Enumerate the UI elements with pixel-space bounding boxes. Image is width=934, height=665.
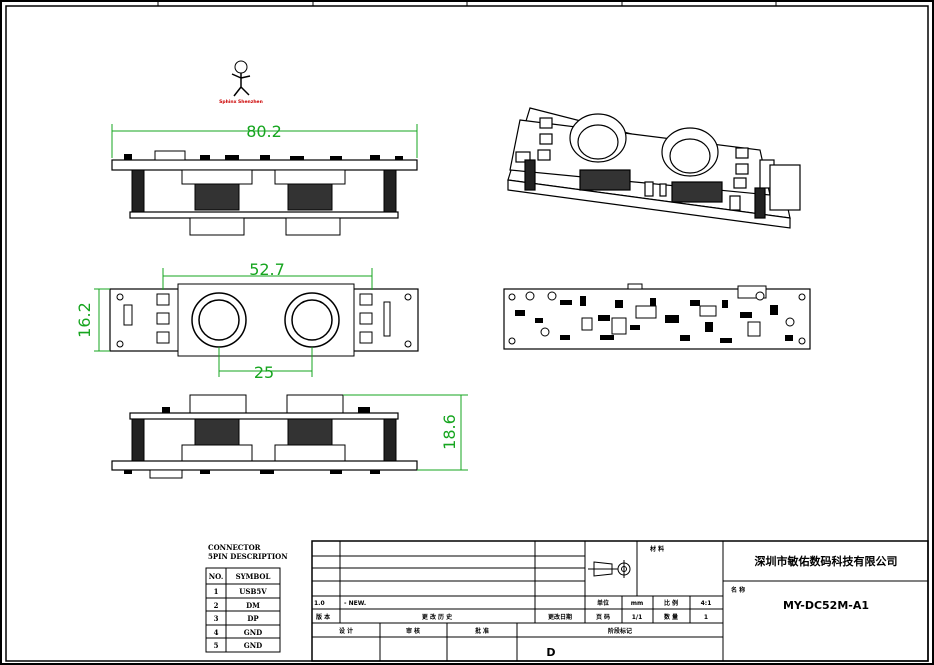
connector-row-5-symbol: GND [244, 641, 262, 650]
drawing-mark-label: 阶段标记 [608, 627, 632, 635]
stage-letter: D [546, 646, 555, 659]
dim-lens-span: 52.7 [249, 260, 285, 279]
page-value: 1/1 [632, 614, 643, 621]
history-label: 更 改 历 史 [422, 613, 453, 621]
dim-depth-lines [343, 394, 468, 471]
logo-caption: Sphinx Shenzhen [219, 99, 263, 105]
front-view [111, 150, 418, 236]
version-label: 版 本 [315, 613, 331, 621]
connector-row-4-no: 4 [214, 628, 219, 637]
approve-label: 批 准 [475, 627, 489, 635]
connector-row-2-no: 2 [214, 601, 219, 610]
part-number: MY-DC52M-A1 [783, 599, 869, 612]
dim-lens-pitch: 25 [254, 363, 274, 382]
unit-label: 单位 [597, 599, 609, 607]
revision-note: - NEW. [344, 600, 366, 607]
connector-table: CONNECTOR 5PIN DESCRIPTION NO. SYMBOL 1 … [205, 543, 288, 653]
logo: Sphinx Shenzhen [219, 60, 263, 105]
isometric-view [507, 107, 801, 229]
pcb-view [503, 283, 811, 350]
connector-row-3-no: 3 [214, 614, 219, 623]
connector-header-symbol: SYMBOL [236, 572, 271, 581]
connector-row-2-symbol: DM [246, 601, 260, 610]
review-label: 审 核 [406, 627, 420, 635]
projection-symbol-icon [588, 560, 631, 578]
connector-header-no: NO. [209, 572, 224, 581]
qty-label: 数 量 [664, 613, 678, 621]
version-number: 1.0 [314, 600, 325, 607]
name-label: 名 称 [731, 586, 745, 594]
dim-height: 16.2 [75, 302, 94, 338]
company-name: 深圳市敏佑数码科技有限公司 [755, 554, 898, 568]
bottom-view [111, 394, 418, 479]
change-date-label: 更改日期 [548, 613, 572, 621]
dim-front-width-lines [111, 124, 418, 158]
connector-row-5-no: 5 [214, 641, 219, 650]
connector-row-1-no: 1 [214, 587, 219, 596]
connector-title-1: CONNECTOR [208, 543, 261, 552]
title-block [311, 540, 929, 662]
connector-row-1-symbol: USB5V [239, 587, 267, 596]
connector-row-3-symbol: DP [247, 614, 259, 623]
dim-depth: 18.6 [440, 414, 459, 450]
material-label: 材 料 [649, 545, 664, 553]
unit-value: mm [631, 600, 644, 607]
design-label: 设 计 [339, 627, 353, 635]
page-label: 页 码 [596, 613, 610, 621]
dim-front-width: 80.2 [246, 122, 282, 141]
scale-label: 比 例 [664, 599, 678, 607]
qty-value: 1 [704, 614, 708, 621]
connector-title-2: 5PIN DESCRIPTION [208, 552, 288, 561]
dim-top-lines [94, 268, 373, 377]
top-view [109, 283, 419, 357]
scale-value: 4:1 [701, 600, 712, 607]
frame-ticks [157, 1, 777, 6]
connector-row-4-symbol: GND [244, 628, 262, 637]
